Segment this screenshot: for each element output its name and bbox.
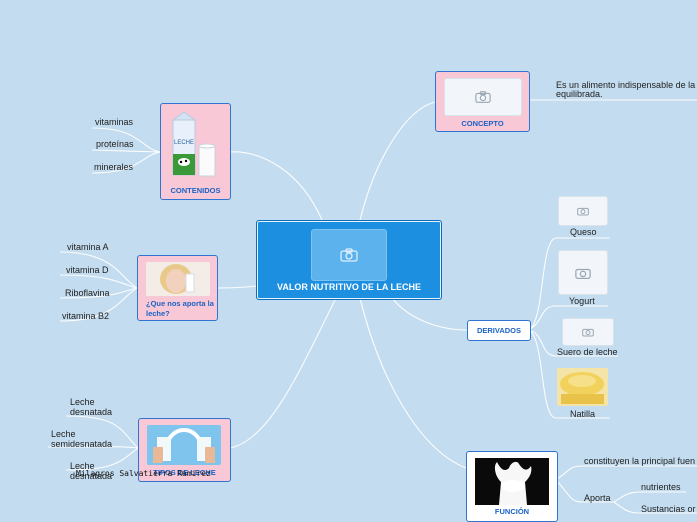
camera-icon — [475, 91, 491, 103]
concepto-text-line1: Es un alimento indispensable de la — [556, 80, 696, 90]
aporta-item-vitamina-d[interactable]: vitamina D — [66, 265, 109, 275]
milk-splash-glasses-image — [147, 425, 221, 465]
woman-drinking-milk-image — [146, 262, 210, 296]
que-nos-aporta-label: ¿Que nos aporta la leche? — [146, 299, 214, 318]
aporta-item-vitamina-a[interactable]: vitamina A — [67, 242, 109, 252]
milk-carton-image: LECHE — [171, 111, 216, 177]
tipos-item-desnatada[interactable]: Leche desnatada — [70, 397, 113, 417]
suero-image-placeholder — [562, 318, 614, 346]
funcion-sustancias[interactable]: Sustancias or — [641, 504, 696, 514]
tipos-item-semidesnatada[interactable]: Leche semidesnatada — [51, 429, 113, 449]
contenidos-item-minerales[interactable]: minerales — [94, 162, 134, 172]
queso-image-placeholder — [558, 196, 608, 226]
topic-derivados[interactable]: DERIVADOS — [467, 320, 531, 341]
central-image-placeholder — [311, 229, 387, 281]
central-topic[interactable]: VALOR NUTRITIVO DE LA LECHE — [256, 220, 442, 300]
concepto-label: CONCEPTO — [461, 119, 504, 128]
aporta-item-riboflavina[interactable]: Riboflavina — [65, 288, 110, 298]
derivado-yogurt[interactable]: Yogurt — [569, 296, 595, 306]
derivado-suero-de-leche[interactable]: Suero de leche — [557, 347, 618, 357]
concepto-image-placeholder — [444, 78, 522, 116]
topic-tipos-de-leche[interactable]: TIPOS DE LECHE — [138, 418, 231, 482]
funcion-text-principal[interactable]: constituyen la principal fuen — [584, 456, 696, 466]
topic-concepto[interactable]: CONCEPTO — [435, 71, 530, 132]
contenidos-item-proteinas[interactable]: proteínas — [96, 139, 134, 149]
tipos-item-desnatada-2[interactable]: Leche desnatada — [70, 461, 113, 481]
topic-que-nos-aporta[interactable]: ¿Que nos aporta la leche? — [137, 255, 218, 321]
central-topic-title: VALOR NUTRITIVO DE LA LECHE — [277, 282, 421, 292]
aporta-item-vitamina-b2[interactable]: vitamina B2 — [62, 311, 110, 321]
tipos-label: TIPOS DE LECHE — [153, 468, 216, 477]
svg-text:LECHE: LECHE — [174, 140, 194, 146]
camera-icon — [575, 268, 591, 279]
funcion-aporta[interactable]: Aporta — [584, 493, 611, 503]
topic-contenidos[interactable]: LECHE CONTENIDOS — [160, 103, 231, 200]
funcion-nutrientes[interactable]: nutrientes — [641, 482, 681, 492]
topic-funcion[interactable]: FUNCIÓN — [466, 451, 558, 522]
derivado-natilla[interactable]: Natilla — [570, 409, 596, 419]
camera-icon — [582, 328, 594, 337]
derivados-label: DERIVADOS — [476, 326, 522, 335]
natilla-image — [557, 368, 608, 406]
contenidos-label: CONTENIDOS — [170, 186, 221, 195]
author-name: Milagros Salvatierra Ramirez — [76, 469, 211, 478]
concepto-text-line2: equilibrada. — [556, 89, 603, 99]
milk-splash-image — [475, 458, 549, 505]
yogurt-image-placeholder — [558, 250, 608, 295]
camera-icon — [340, 248, 358, 262]
contenidos-item-vitaminas[interactable]: vitaminas — [95, 117, 134, 127]
camera-icon — [577, 207, 589, 216]
funcion-label: FUNCIÓN — [494, 507, 530, 516]
derivado-queso[interactable]: Queso — [570, 227, 597, 237]
